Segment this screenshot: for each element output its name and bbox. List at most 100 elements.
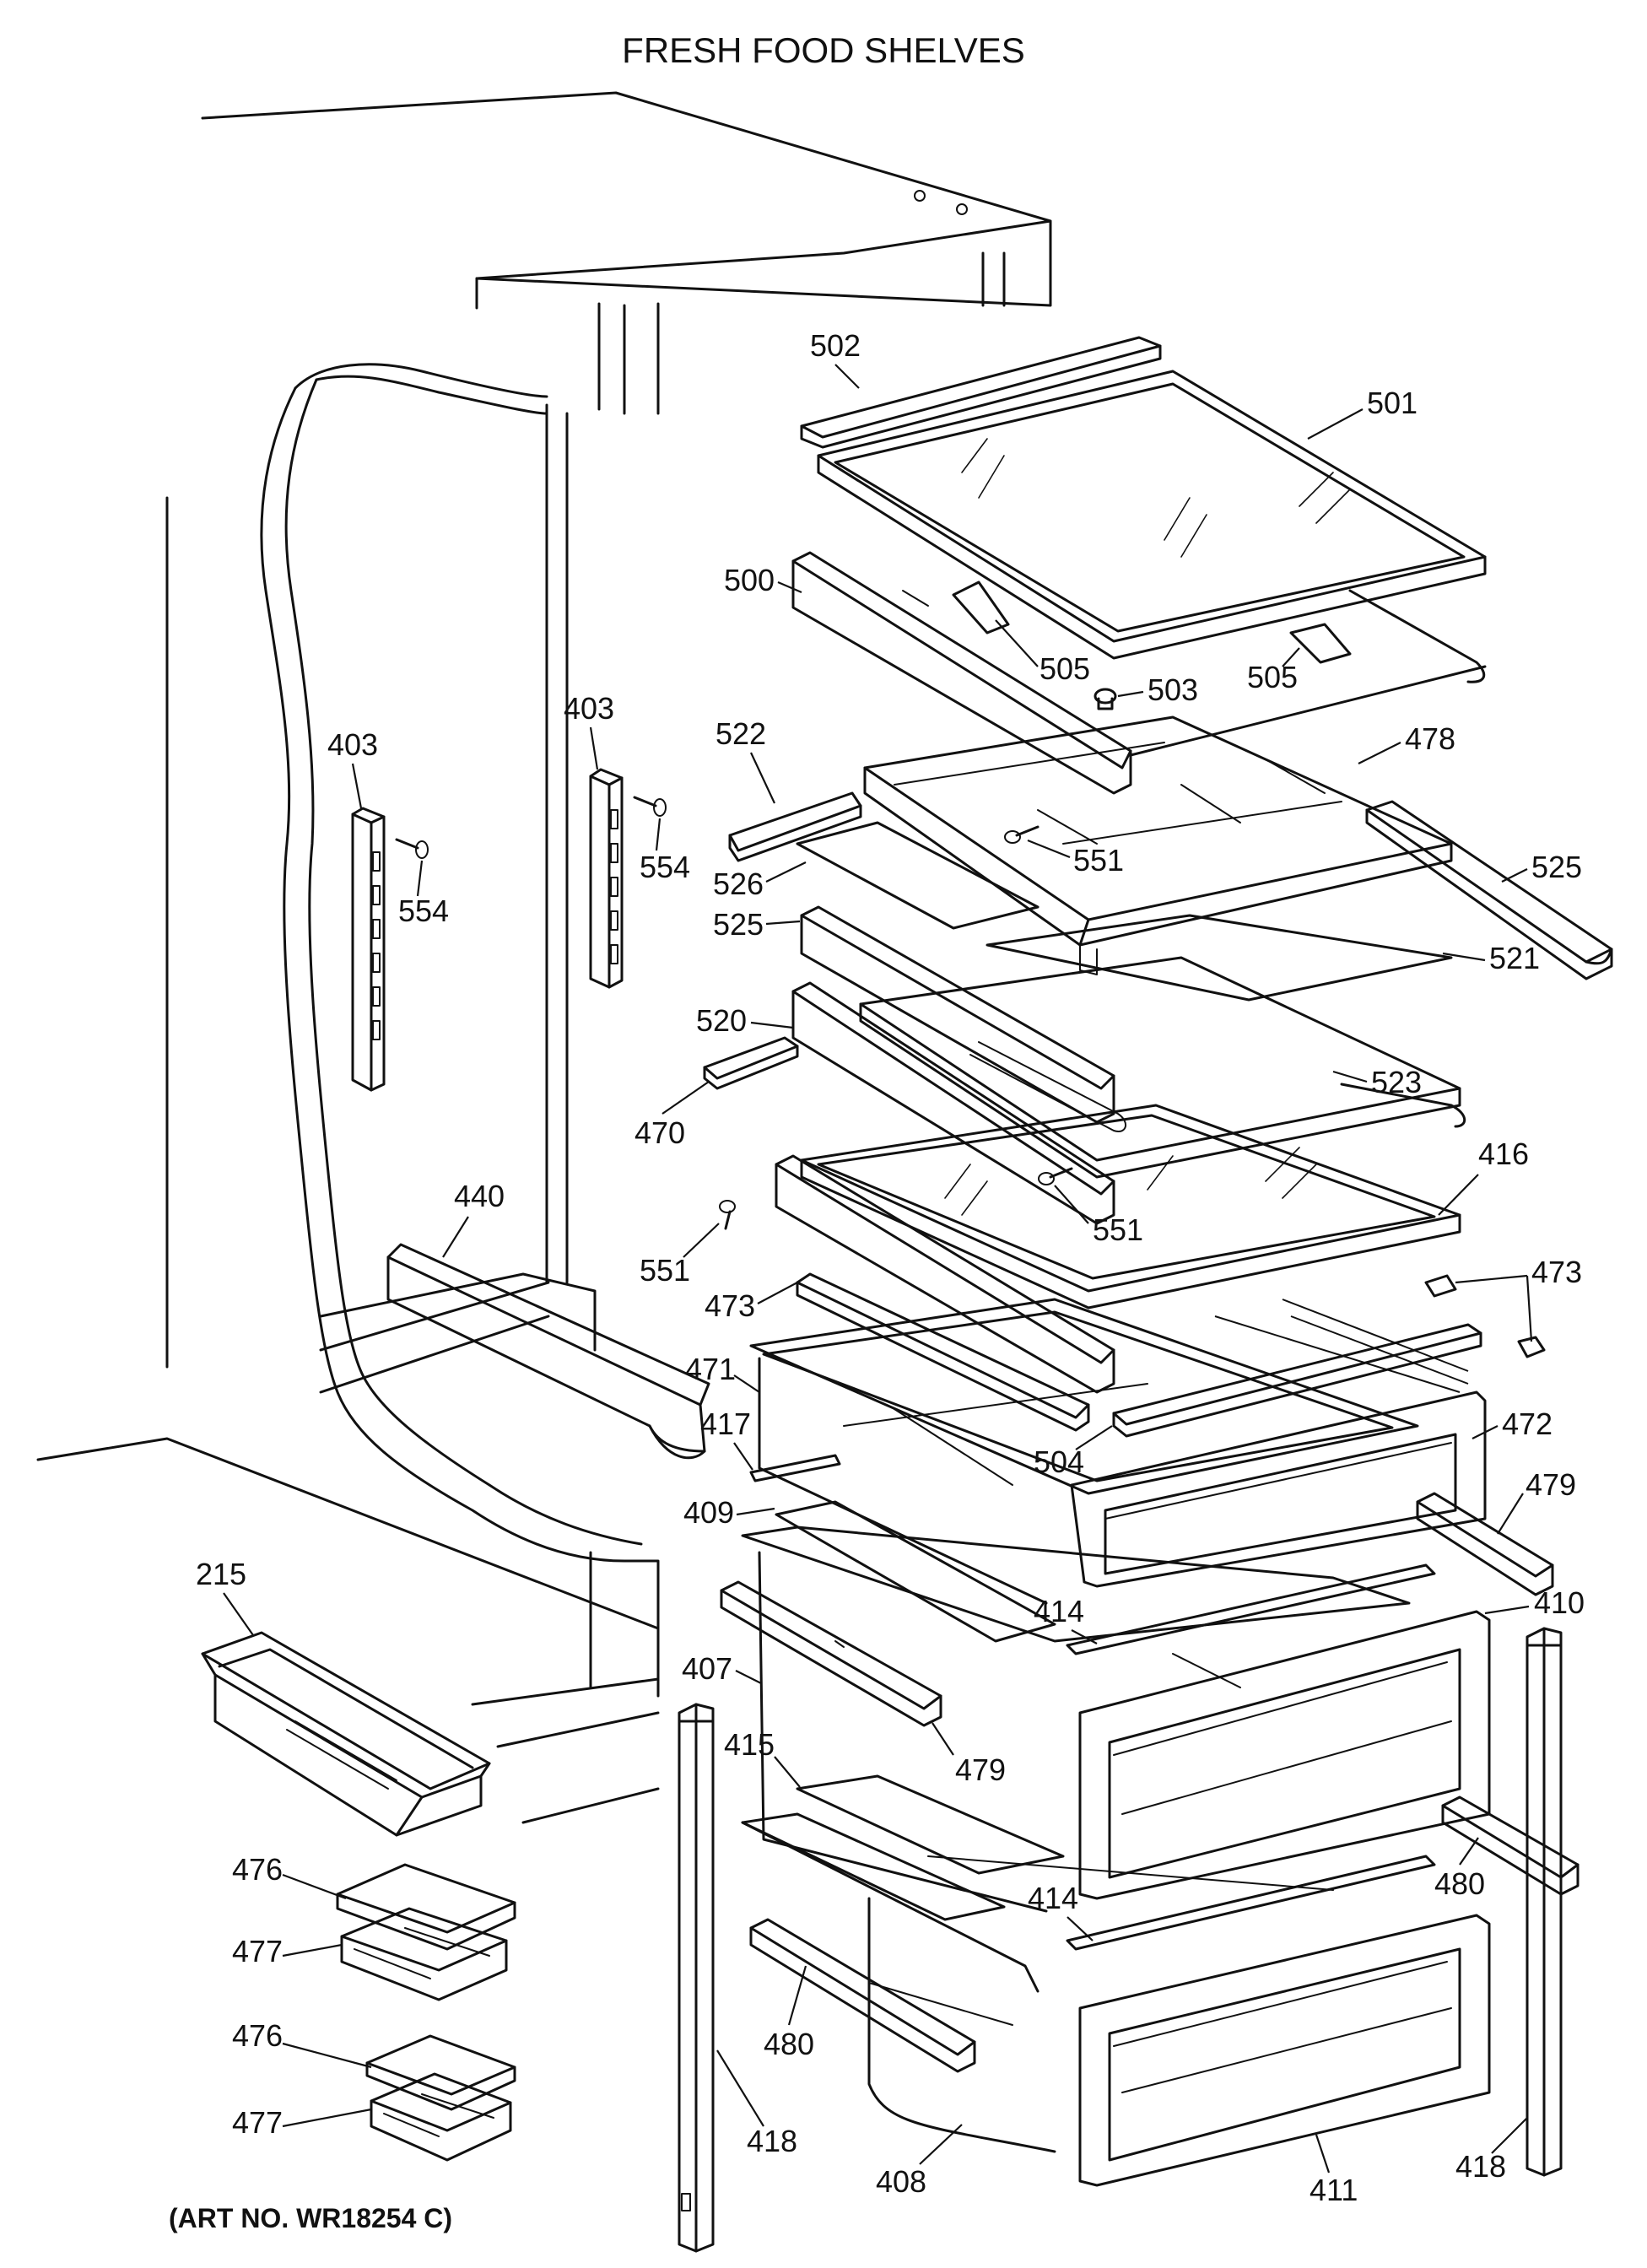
label-505-left: 505	[1040, 651, 1090, 686]
label-476-lower: 476	[232, 2018, 283, 2053]
rail-414-upper	[1066, 1563, 1436, 1655]
bracket-416-side	[775, 1154, 1115, 1394]
label-418-right: 418	[1455, 2149, 1506, 2184]
label-403-left: 403	[327, 727, 378, 762]
nut-503	[1094, 688, 1117, 710]
trim-502	[800, 336, 1162, 449]
label-440: 440	[454, 1179, 505, 1213]
screw-551-middle	[1038, 1167, 1073, 1185]
drawer-471	[749, 1298, 1419, 1605]
shelf-rod	[1129, 589, 1487, 757]
label-471: 471	[685, 1352, 736, 1386]
label-410: 410	[1534, 1585, 1585, 1620]
label-418-left: 418	[747, 2124, 797, 2158]
label-501: 501	[1367, 386, 1418, 420]
cover-526	[796, 821, 1040, 930]
label-407: 407	[682, 1651, 732, 1686]
rail-414-lower	[1066, 1855, 1436, 1951]
screw-554-left	[395, 838, 429, 859]
frame-478	[863, 716, 1453, 975]
slide-480-left	[749, 1918, 976, 2073]
clip-505-right	[1289, 623, 1352, 664]
label-525-right: 525	[1531, 850, 1582, 884]
rail-525-right	[1365, 800, 1613, 980]
art-number: (ART NO. WR18254 C)	[169, 2203, 452, 2233]
label-526: 526	[713, 867, 764, 901]
label-477-lower: 477	[232, 2105, 283, 2140]
label-409: 409	[683, 1495, 734, 1530]
label-414-upper: 414	[1034, 1594, 1084, 1628]
screw-554-right	[633, 796, 667, 817]
bracket-500	[791, 551, 1132, 795]
label-505-right: 505	[1247, 660, 1298, 694]
label-408: 408	[876, 2164, 926, 2199]
label-403-right: 403	[564, 691, 614, 726]
rail-470	[703, 1036, 799, 1090]
label-411: 411	[1310, 2173, 1358, 2207]
screw-551-left	[719, 1200, 736, 1230]
label-500: 500	[724, 563, 775, 597]
dish-476-477-lower	[365, 2034, 516, 2162]
label-414-lower: 414	[1028, 1881, 1078, 1915]
diagram-title: FRESH FOOD SHELVES	[622, 30, 1025, 70]
label-523: 523	[1371, 1065, 1422, 1099]
shelf-ladder-right	[589, 768, 624, 989]
tray-215	[201, 1631, 491, 1837]
bracket-520	[791, 981, 1115, 1225]
cover-415	[796, 1774, 1065, 1875]
label-503: 503	[1148, 672, 1198, 707]
shelf-ladder-left	[351, 807, 386, 1092]
label-551-middle: 551	[1093, 1212, 1143, 1247]
drawer-407	[741, 1526, 1411, 1913]
label-551-upper: 551	[1073, 843, 1124, 878]
clips-473-right	[1424, 1274, 1546, 1358]
glass-shelf-501	[817, 370, 1487, 660]
panel-521	[986, 914, 1453, 1002]
label-479-right: 479	[1526, 1467, 1576, 1502]
label-478: 478	[1405, 721, 1455, 756]
label-473-left: 473	[705, 1288, 755, 1323]
label-415: 415	[724, 1727, 775, 1762]
label-521: 521	[1489, 941, 1540, 975]
label-470: 470	[634, 1115, 685, 1150]
clip-505-left	[952, 580, 1010, 634]
frame-523	[859, 956, 1466, 1179]
label-479-left: 479	[955, 1752, 1006, 1787]
dish-476-477-upper	[336, 1863, 516, 2001]
drawer-front-410	[1078, 1610, 1491, 1900]
cover-440	[386, 1243, 710, 1460]
cover-417	[749, 1454, 841, 1482]
label-504: 504	[1034, 1444, 1084, 1479]
refrigerator-cabinet	[36, 91, 1052, 1824]
label-522: 522	[716, 716, 766, 751]
label-551-left: 551	[640, 1253, 690, 1288]
slide-479-right	[1416, 1492, 1554, 1596]
drawer-front-411	[1078, 1914, 1491, 2187]
drawer-408	[741, 1812, 1334, 2153]
side-rail-418-right	[1526, 1627, 1563, 2177]
rail-473-left	[796, 1272, 1090, 1432]
part-labels: 502 501 500 505 505 503 403 403 554 554 …	[196, 328, 1585, 2207]
bracket-525-left	[800, 905, 1115, 1124]
label-554-right: 554	[640, 850, 690, 884]
side-rail-418-left	[678, 1703, 715, 2253]
drawer-front-472	[1070, 1390, 1487, 1588]
slide-479-left	[720, 1580, 942, 1727]
label-477-upper: 477	[232, 1934, 283, 1968]
label-472: 472	[1502, 1407, 1552, 1441]
rail-522	[728, 791, 862, 862]
label-502: 502	[810, 328, 861, 363]
label-554-left: 554	[398, 894, 449, 928]
glass-shelf-416	[800, 1104, 1461, 1310]
label-417: 417	[700, 1407, 751, 1441]
rail-504	[1112, 1323, 1482, 1438]
label-473-right: 473	[1531, 1255, 1582, 1289]
label-480-left: 480	[764, 2027, 814, 2061]
label-480-right: 480	[1434, 1866, 1485, 1901]
label-520: 520	[696, 1003, 747, 1038]
label-476-upper: 476	[232, 1852, 283, 1887]
screw-551-upper	[1004, 825, 1040, 844]
label-416: 416	[1478, 1137, 1529, 1171]
label-215: 215	[196, 1557, 246, 1591]
